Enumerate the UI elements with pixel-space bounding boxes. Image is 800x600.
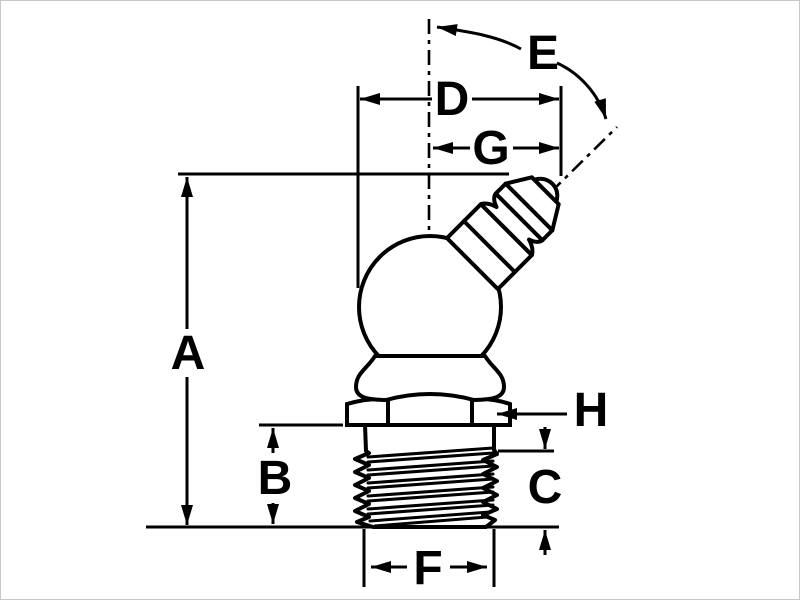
dimension-F: F [371,542,487,595]
e-curved-arrow-to-vertical-centerline [436,24,522,51]
e-curved-arrow-to-angled-centerline [556,61,608,120]
extension-lines [146,86,563,587]
nozzle-cap-divider [503,181,555,233]
skirt-flare [354,354,506,402]
thread-crest-lines [366,446,495,528]
dimension-B: B [258,428,293,524]
dimension-D: D [360,73,559,126]
dimension-C: C [528,427,563,555]
label-H: H [574,384,609,437]
dimension-E: E [436,24,608,120]
label-C: C [528,461,563,514]
nozzle-collar-divider [461,219,517,275]
label-D: D [435,73,470,126]
centerlines [427,19,618,238]
label-E: E [527,27,559,80]
label-B: B [258,452,293,505]
label-F: F [413,542,442,595]
label-A: A [171,327,206,380]
hex-section [345,396,512,427]
label-G: G [472,122,509,175]
fitting-body [345,175,561,529]
threaded-stud [353,423,499,529]
dimension-G: G [433,122,559,175]
hex-fill [347,398,510,425]
nozzle-45deg [444,175,561,292]
dimension-H: H [497,384,608,437]
dimension-A: A [171,177,206,525]
